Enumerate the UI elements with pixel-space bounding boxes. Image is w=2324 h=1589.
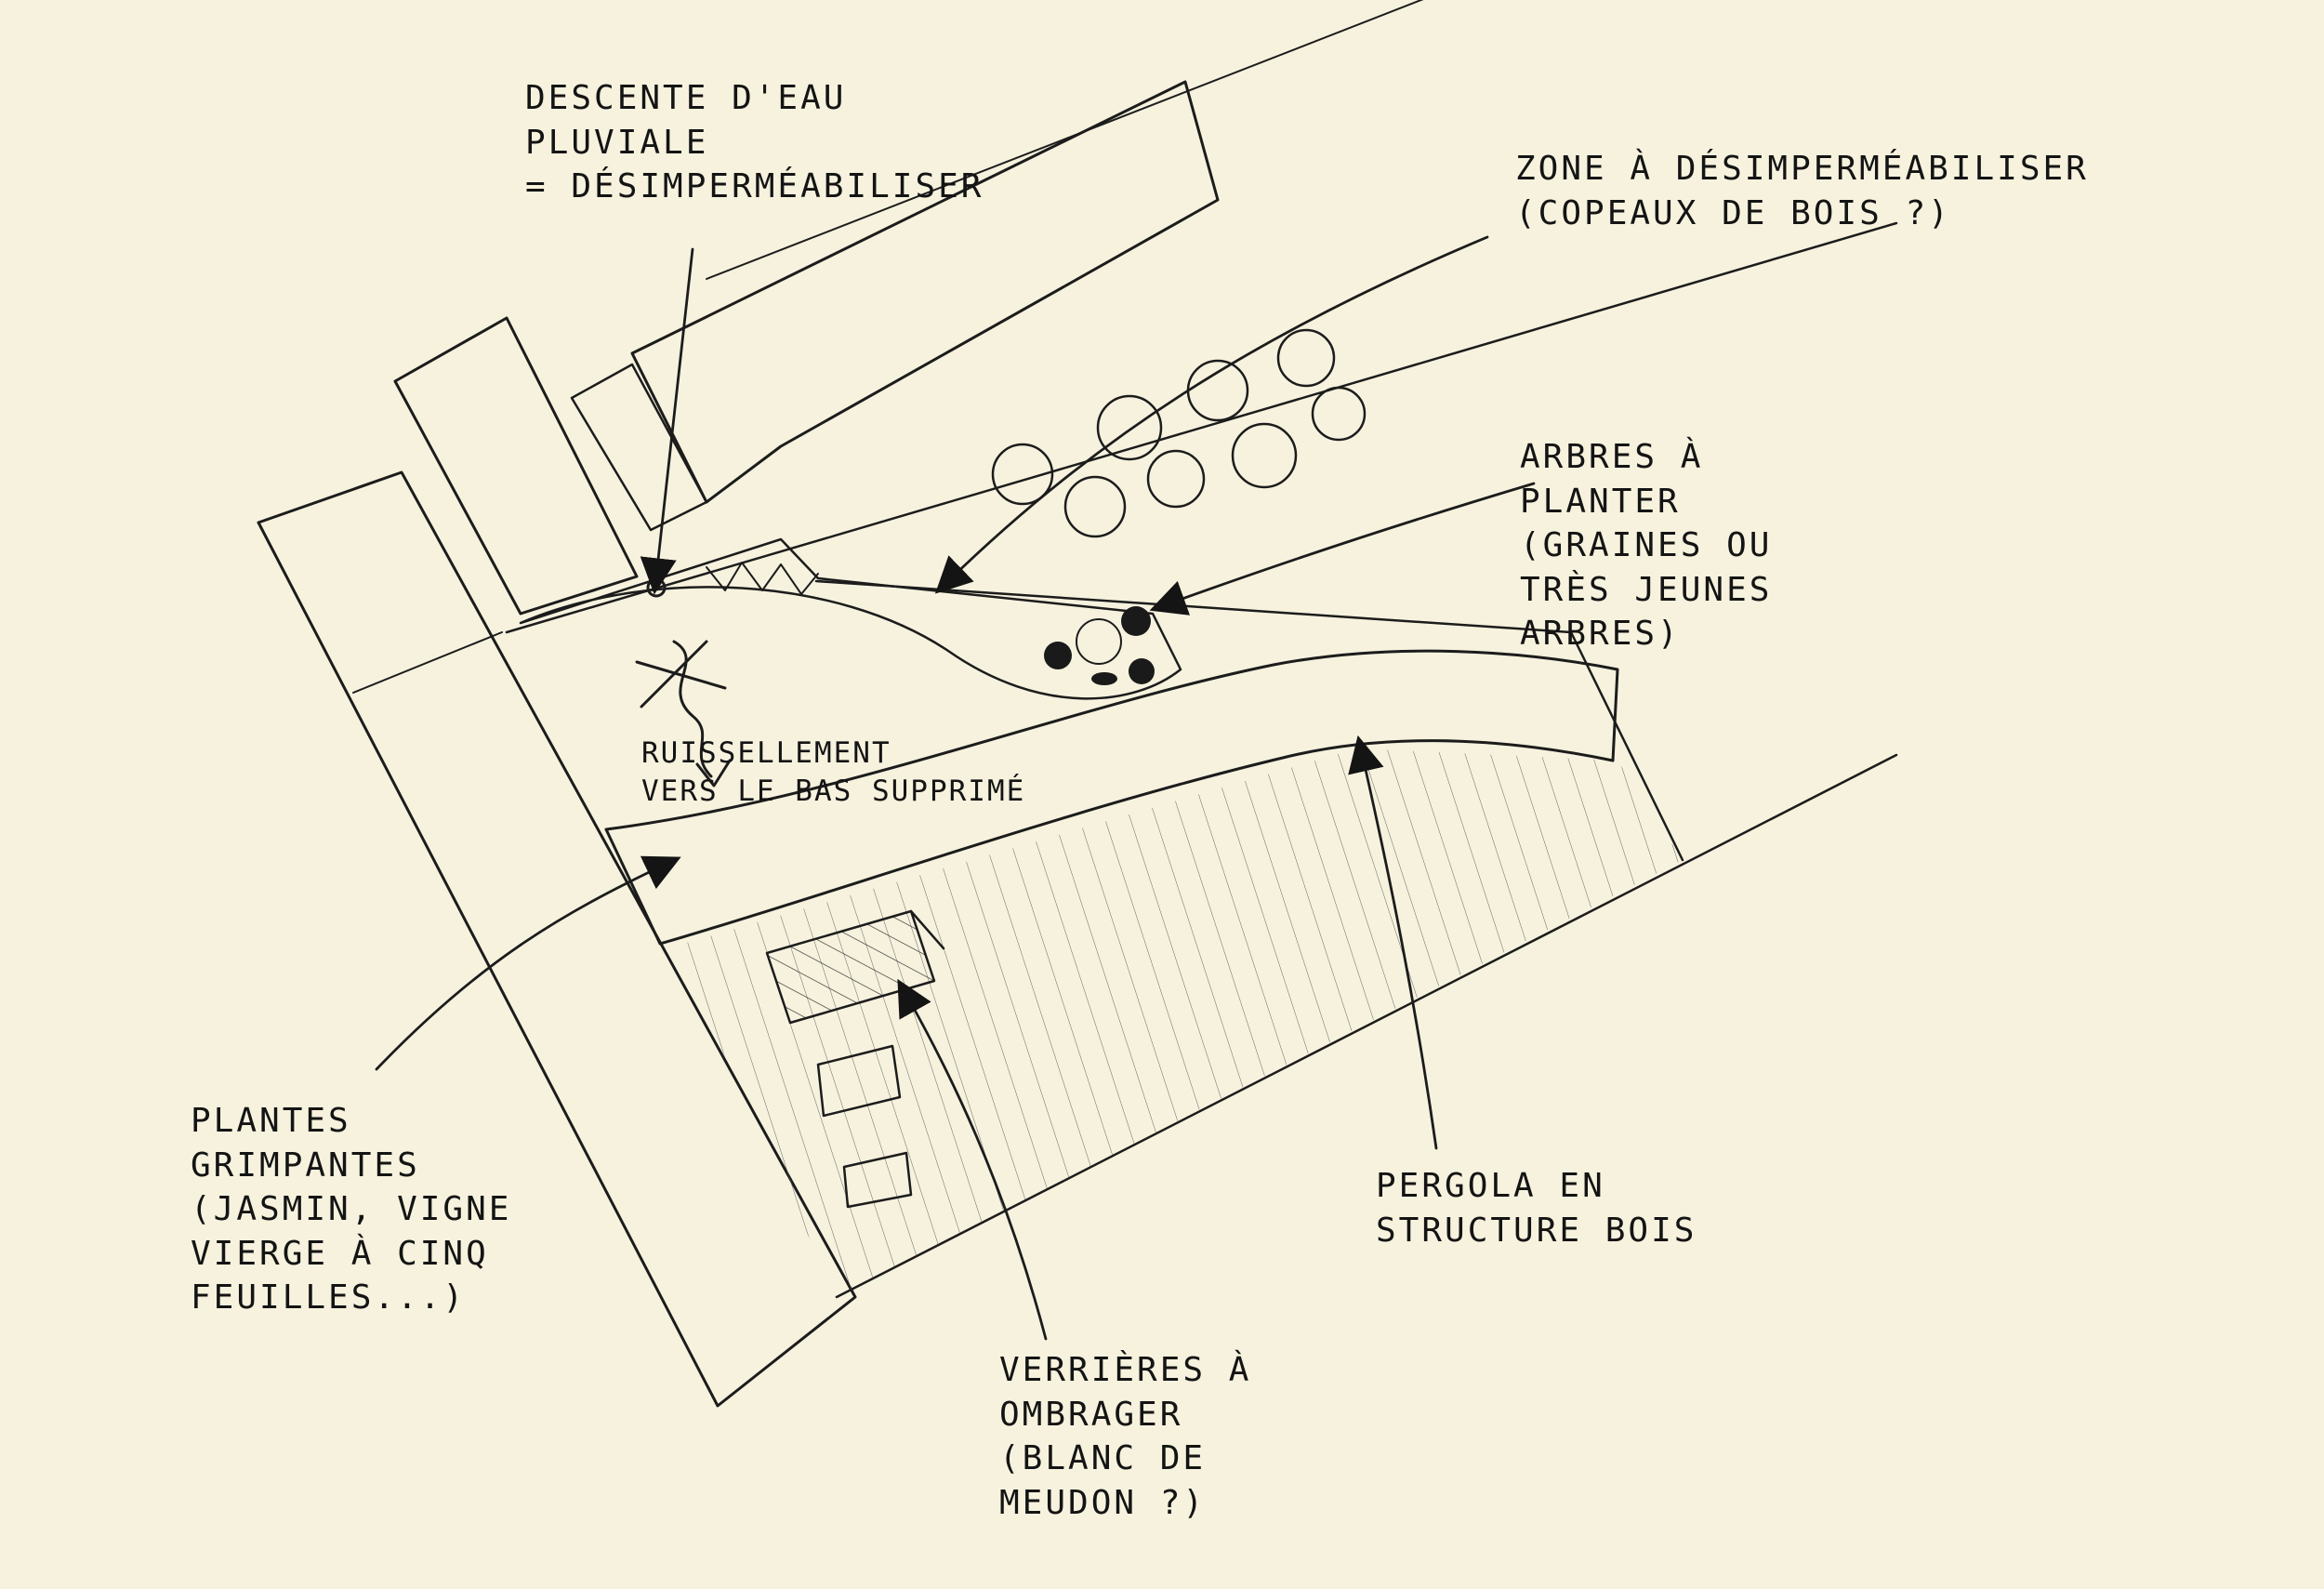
label-arbres-a-planter: ARBRES À PLANTER (GRAINES OU TRÈS JEUNES… [1520, 438, 1773, 654]
label-pergola: PERGOLA EN STRUCTURE BOIS [1376, 1167, 1697, 1250]
label-ruissellement: RUISSELLEMENT VERS LE BAS SUPPRIMÉ [641, 736, 1026, 808]
upper-buildings [393, 0, 1424, 616]
trees [991, 328, 1367, 538]
left-building [257, 470, 857, 1408]
label-descente-eau: DESCENTE D'EAU PLUVIALE = DÉSIMPERMÉABIL… [525, 79, 984, 206]
leader-arrows [375, 235, 1536, 1341]
pergola-band [604, 649, 1619, 946]
label-zone-desimpermeabiliser: ZONE À DÉSIMPERMÉABILISER (COPEAUX DE BO… [1515, 150, 2089, 232]
runoff-crossed [635, 640, 732, 788]
young-trees [1044, 606, 1155, 685]
label-verrieres: VERRIÈRES À OMBRAGER (BLANC DE MEUDON ?) [999, 1351, 1252, 1522]
skylights [765, 909, 945, 1209]
unsealed-zone [519, 537, 1182, 700]
site-outline [505, 221, 1898, 1299]
label-plantes-grimpantes: PLANTES GRIMPANTES (JASMIN, VIGNE VIERGE… [191, 1102, 512, 1318]
lower-courtyard [674, 748, 1683, 1297]
